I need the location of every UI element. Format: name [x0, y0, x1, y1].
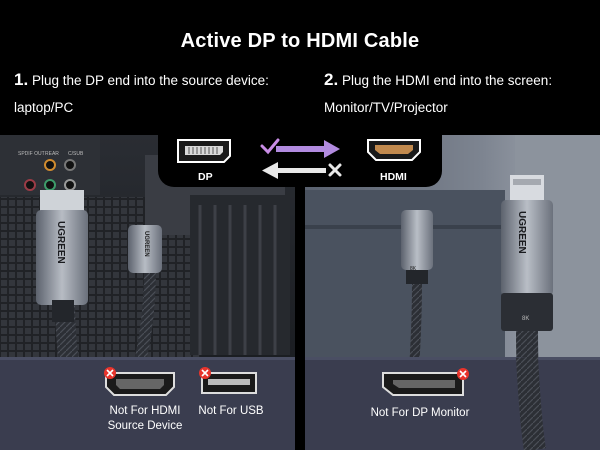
hdmi-label: HDMI: [380, 171, 407, 183]
step-2-target: Monitor/TV/Projector: [324, 100, 448, 115]
note-usb: Not For USB: [188, 404, 274, 419]
socket-badge: 8K: [410, 266, 417, 272]
step-1-target: laptop/PC: [14, 100, 74, 115]
step-1-number: 1.: [14, 70, 29, 89]
io-label-rear: REAR: [45, 151, 59, 157]
secondary-plug-brand: UGREEN: [143, 231, 149, 257]
monitor-illustration: 8K UGREEN 8K: [305, 135, 600, 450]
note-hdmi-source: Not For HDMI Source Device: [96, 404, 194, 434]
reverse-arrow-icon: [262, 162, 326, 179]
x-badge-icon: [199, 367, 211, 379]
usb-port-icon: [199, 367, 257, 394]
step-1: 1. Plug the DP end into the source devic…: [14, 71, 269, 89]
dp-plug-brand: UGREEN: [55, 221, 66, 264]
hdmi-plug-brand: UGREEN: [516, 211, 527, 254]
note-usb-line1: Not For USB: [198, 405, 264, 417]
dp-port-diagram-icon: [177, 139, 231, 163]
step-2-number: 2.: [324, 70, 339, 89]
step-2: 2. Plug the HDMI end into the screen:: [324, 71, 552, 89]
hdmi-port-icon: [104, 367, 175, 396]
dp-label: DP: [198, 171, 213, 183]
hdmi-plug-badge: 8K: [522, 316, 529, 322]
step-1-text: Plug the DP end into the source device:: [31, 73, 269, 88]
secondary-plug: [128, 225, 162, 273]
io-label-spdif: SPDIF OUT: [18, 151, 45, 157]
panel-divider: [295, 135, 305, 450]
dp-plug: [36, 210, 88, 305]
x-badge-icon: [457, 368, 469, 380]
note-hdmi-line1: Not For HDMI: [109, 405, 181, 417]
dp-port-icon: [382, 368, 469, 396]
note-dp-monitor: Not For DP Monitor: [370, 407, 470, 419]
socket-plug: [401, 210, 433, 270]
forward-arrow-icon: [276, 140, 340, 158]
step-2-text: Plug the HDMI end into the screen:: [341, 73, 553, 88]
check-icon: [260, 138, 280, 155]
io-label-csub: C/SUB: [68, 151, 84, 157]
cross-icon: [328, 163, 342, 177]
hdmi-port-diagram-icon: [367, 139, 421, 161]
note-hdmi-line2: Source Device: [107, 420, 183, 432]
page-title: Active DP to HDMI Cable: [180, 30, 420, 52]
compatibility-diagram: DP HDMI: [158, 130, 442, 187]
x-badge-icon: [104, 367, 116, 379]
right-photo-panel: 8K UGREEN 8K Not For DP Monitor: [305, 135, 600, 450]
left-photo-panel: SPDIF OUT REAR C/SUB UGREEN: [0, 135, 295, 450]
hdmi-plug: [501, 200, 553, 296]
